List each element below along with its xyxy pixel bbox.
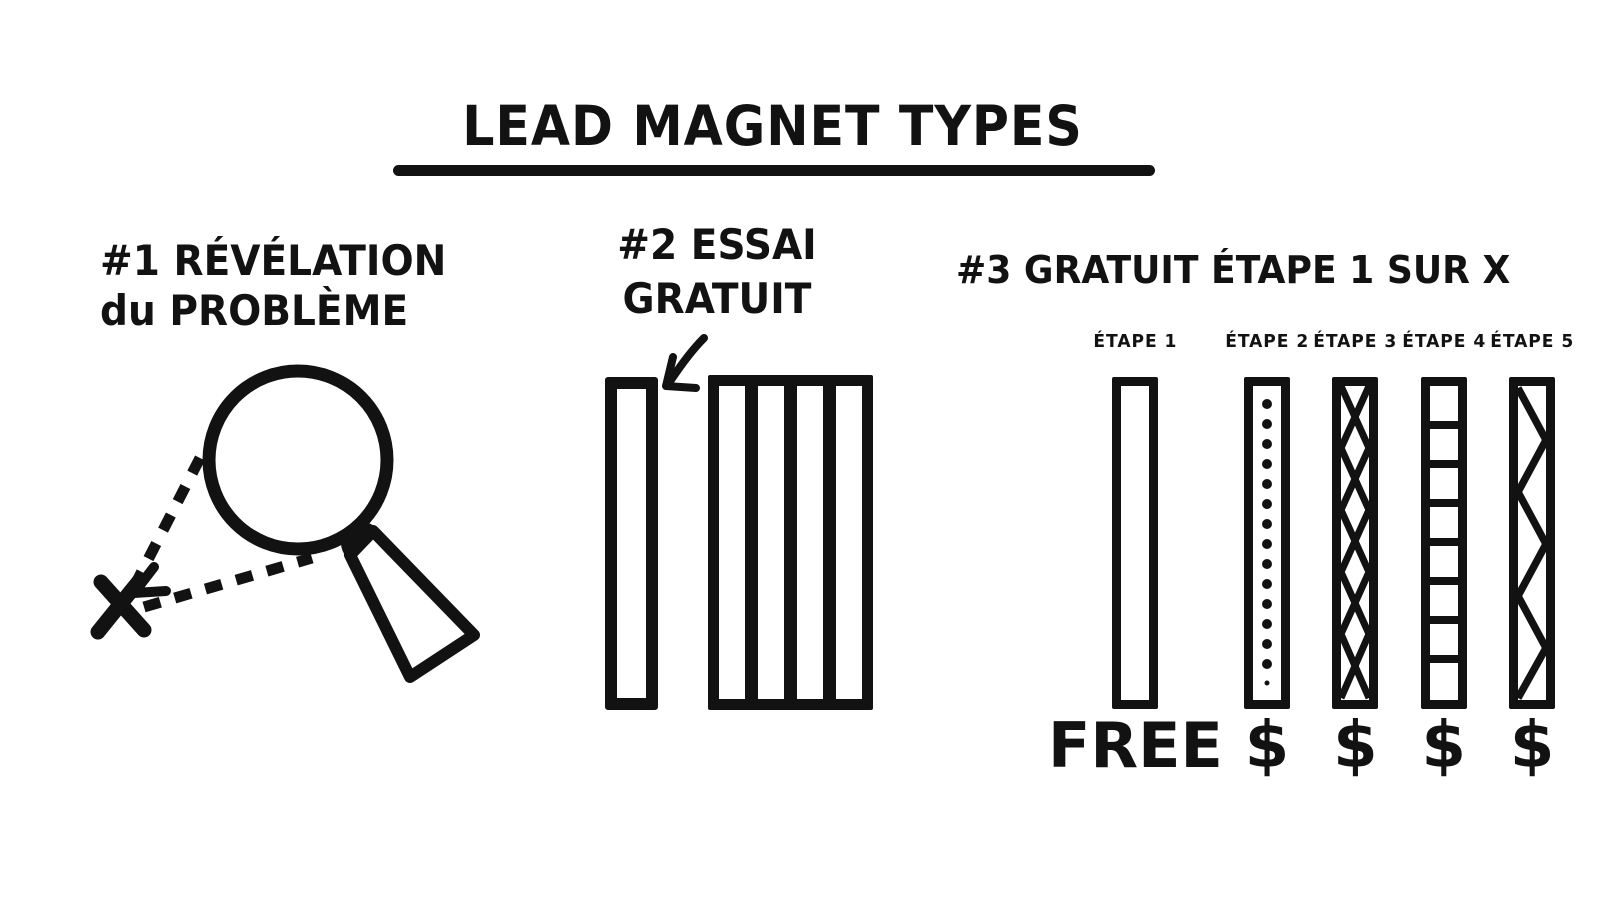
free-trial-bar — [605, 377, 658, 710]
section2-heading-line1: #2 ESSAI — [617, 220, 817, 269]
x-mark-icon — [90, 572, 152, 640]
step-column-1: ÉTAPE 1 FREE — [1048, 330, 1223, 785]
step-price: $ — [1333, 709, 1378, 783]
step-price: $ — [1244, 709, 1290, 783]
section2-heading: #2 ESSAI GRATUIT — [578, 218, 857, 326]
step-bar-empty — [1112, 377, 1159, 709]
section2-heading-line2: GRATUIT — [622, 273, 812, 323]
title-underline — [393, 165, 1155, 176]
page-title: LEAD MAGNET TYPES — [462, 94, 1083, 158]
step-bar-dots — [1244, 377, 1290, 709]
step-price: $ — [1509, 709, 1555, 783]
paid-bar-2 — [745, 386, 784, 699]
step-price: FREE — [1048, 709, 1223, 782]
paid-bars-group — [708, 375, 873, 710]
section1-heading: #1 RÉVÉLATION du PROBLÈME — [100, 236, 447, 335]
step-bar-ladder — [1420, 377, 1467, 709]
step-column-5: ÉTAPE 5 $ — [1488, 330, 1576, 785]
paid-bar-4 — [823, 386, 862, 699]
dots-pattern-icon — [1262, 399, 1272, 686]
down-left-arrow-icon — [650, 330, 712, 394]
step-label: ÉTAPE 1 — [1093, 331, 1178, 352]
step-bar-diamond-lattice — [1332, 377, 1379, 709]
diamond-lattice-pattern-icon — [1341, 386, 1370, 700]
step-column-4: ÉTAPE 4 $ — [1400, 330, 1488, 785]
dashed-sightline-lower — [142, 552, 314, 613]
down-left-arrow-svg — [662, 334, 708, 392]
section3-heading: #3 GRATUIT ÉTAPE 1 SUR X — [956, 248, 1511, 292]
magnifier-handle — [344, 525, 480, 683]
step-column-3: ÉTAPE 3 $ — [1311, 330, 1399, 785]
paid-bar-1 — [719, 386, 745, 699]
zigzag-pattern-icon — [1518, 386, 1547, 700]
step-bar-zigzag — [1509, 377, 1556, 709]
step-label: ÉTAPE 2 — [1225, 331, 1309, 352]
step-label: ÉTAPE 5 — [1490, 331, 1575, 352]
paid-bar-3 — [784, 386, 823, 699]
magnifier-lens — [202, 364, 394, 556]
section1-heading-line1: #1 RÉVÉLATION — [100, 236, 447, 285]
section1-heading-line2: du PROBLÈME — [100, 285, 409, 335]
problem-reveal-illustration — [70, 345, 500, 695]
magnifier-icon — [90, 364, 480, 683]
step-label: ÉTAPE 3 — [1313, 331, 1398, 352]
steps-row: ÉTAPE 1 FREE ÉTAPE 2 — [1048, 330, 1573, 785]
step-price: $ — [1421, 709, 1467, 783]
step-label: ÉTAPE 4 — [1401, 331, 1486, 352]
dashed-sightline-upper — [131, 455, 205, 586]
step-column-2: ÉTAPE 2 $ — [1223, 330, 1311, 785]
ladder-pattern-icon — [1429, 421, 1458, 663]
